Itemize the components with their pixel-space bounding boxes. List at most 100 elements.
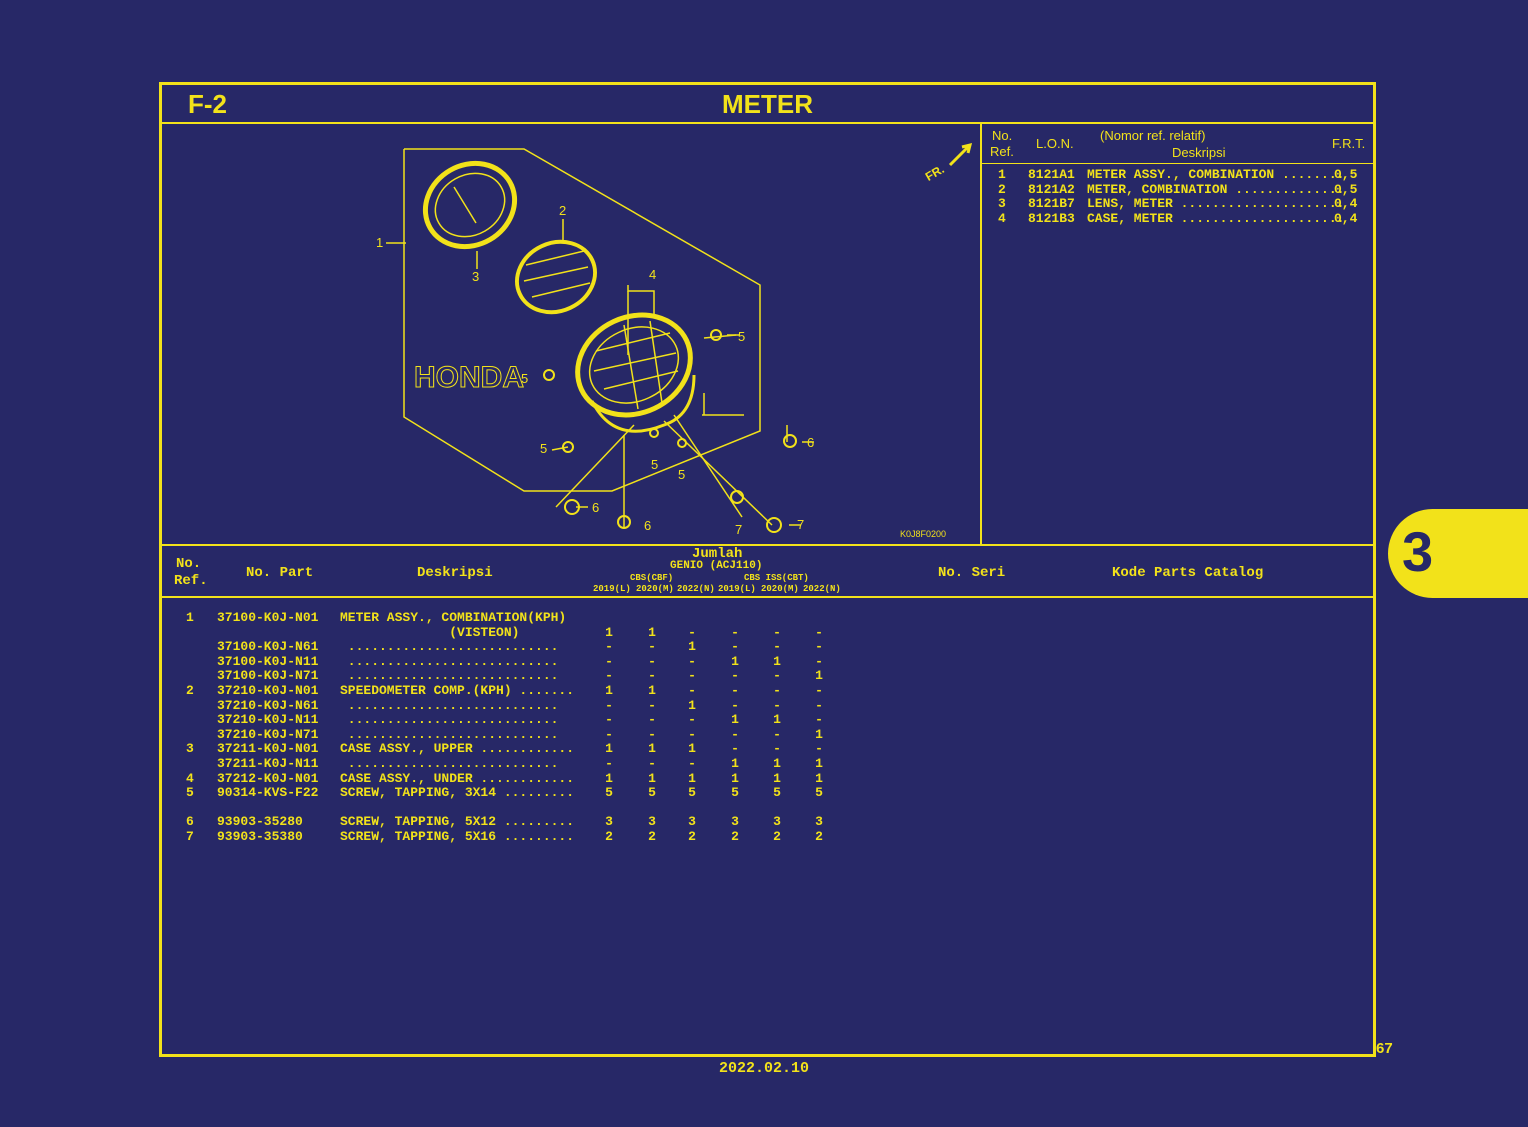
quantity-cell: - (773, 639, 781, 655)
part-desc: ........................... (340, 755, 559, 771)
quantity-cell: - (773, 624, 781, 640)
quantity-cell: 1 (815, 770, 823, 786)
part-ref: 7 (186, 828, 194, 844)
ref-frt: 0,5 (1334, 181, 1358, 197)
ref-header-ref: Ref. (990, 144, 1014, 159)
quantity-cell: - (773, 726, 781, 742)
quantity-cell: 3 (605, 814, 613, 830)
ref-header-no: No. (992, 128, 1013, 143)
part-desc: ........................... (340, 697, 559, 713)
quantity-cell: - (731, 668, 739, 684)
quantity-cell: - (688, 755, 696, 771)
catalog-page-frame: F-2 METER (159, 82, 1376, 1057)
part-desc: SCREW, TAPPING, 3X14 ......... (340, 785, 575, 801)
table-row: 37210-K0J-N11 ..........................… (162, 713, 1373, 728)
part-desc: SCREW, TAPPING, 5X16 ......... (340, 828, 575, 844)
quantity-cell: 1 (648, 682, 656, 698)
part-desc: ........................... (340, 653, 559, 669)
parts-header-model: GENIO (ACJ110) (670, 560, 763, 572)
callout-6c: 6 (644, 518, 651, 533)
ref-desc: METER, COMBINATION .............. (1087, 181, 1345, 197)
print-date: 2022.02.10 (718, 1060, 809, 1077)
quantity-cell: - (815, 624, 823, 640)
ref-header-frt: F.R.T. (1332, 136, 1366, 151)
front-direction-label: FR. (923, 162, 947, 184)
quantity-cell: - (731, 639, 739, 655)
table-row: 7 93903-35380 SCREW, TAPPING, 5X16 .......… (162, 828, 1373, 845)
quantity-cell: - (815, 639, 823, 655)
quantity-cell: 1 (773, 770, 781, 786)
part-ref: 1 (186, 610, 194, 625)
ref-frt: 0,5 (1334, 167, 1358, 182)
ref-no: 2 (998, 181, 1006, 197)
part-number: 90314-KVS-F22 (217, 785, 319, 801)
ref-frt: 0,4 (1334, 196, 1358, 211)
quantity-cell: 1 (648, 741, 656, 757)
quantity-cell: - (648, 653, 656, 669)
honda-watermark: HONDA (414, 361, 524, 394)
part-number: 37100-K0J-N61 (217, 639, 319, 655)
quantity-cell: - (815, 712, 823, 728)
parts-table-header: No. Ref. No. Part Deskripsi Jumlah GENIO… (162, 546, 1373, 597)
ref-desc: METER ASSY., COMBINATION ........ (1087, 167, 1345, 182)
parts-header-jumlah: Jumlah (692, 546, 743, 562)
parts-header-divider (162, 596, 1373, 598)
quantity-cell: - (605, 697, 613, 713)
parts-header-no: No. (176, 556, 202, 572)
part-desc: CASE ASSY., UNDER ............ (340, 770, 575, 786)
quantity-cell: - (731, 697, 739, 713)
quantity-cell: 1 (605, 741, 613, 757)
part-desc: ........................... (340, 726, 559, 742)
quantity-cell: 3 (731, 814, 739, 830)
ref-table-header: No. Ref. L.O.N. (Nomor ref. relatif) Des… (982, 125, 1373, 165)
quantity-cell: - (731, 726, 739, 742)
ref-no: 1 (998, 167, 1006, 182)
quantity-cell: - (773, 682, 781, 698)
parts-header-year-4: 2019(L) (718, 584, 756, 594)
part-desc: CASE ASSY., UPPER ............ (340, 741, 575, 757)
speedometer-part (515, 239, 597, 315)
callout-7b: 7 (797, 517, 804, 532)
quantity-cell: - (731, 682, 739, 698)
part-desc: SCREW, TAPPING, 5X12 ......... (340, 814, 575, 830)
quantity-cell: 5 (731, 785, 739, 801)
quantity-cell: 1 (773, 653, 781, 669)
table-row: 37211-K0J-N11 ..........................… (162, 755, 1373, 772)
part-number: 37210-K0J-N61 (217, 697, 319, 713)
part-number: 37211-K0J-N01 (217, 741, 319, 757)
quantity-cell: 1 (648, 770, 656, 786)
parts-header-group-2: CBS ISS(CBT) (744, 573, 809, 583)
quantity-cell: - (605, 653, 613, 669)
part-ref: 4 (186, 770, 194, 786)
part-number: 93903-35380 (217, 828, 303, 844)
callout-5b: 5 (521, 371, 528, 386)
part-number: 37210-K0J-N11 (217, 712, 319, 728)
quantity-cell: 2 (773, 828, 781, 844)
callout-6a: 6 (807, 435, 814, 450)
quantity-cell: - (688, 726, 696, 742)
quantity-cell: 3 (773, 814, 781, 830)
ref-lon: 8121B3 (1028, 210, 1075, 226)
quantity-cell: - (688, 624, 696, 640)
quantity-cell: 2 (648, 828, 656, 844)
assembly-outline (403, 148, 761, 492)
chapter-tab[interactable]: 3 (1388, 509, 1528, 598)
quantity-cell: - (648, 697, 656, 713)
part-number: 93903-35280 (217, 814, 303, 830)
part-number: 37100-K0J-N11 (217, 653, 319, 669)
quantity-cell: - (731, 624, 739, 640)
quantity-cell: 1 (688, 741, 696, 757)
quantity-cell: 5 (688, 785, 696, 801)
quantity-cell: - (688, 682, 696, 698)
quantity-cell: - (605, 668, 613, 684)
quantity-cell: - (815, 741, 823, 757)
parts-header-group-1: CBS(CBF) (630, 573, 674, 583)
callout-5a: 5 (738, 329, 745, 344)
